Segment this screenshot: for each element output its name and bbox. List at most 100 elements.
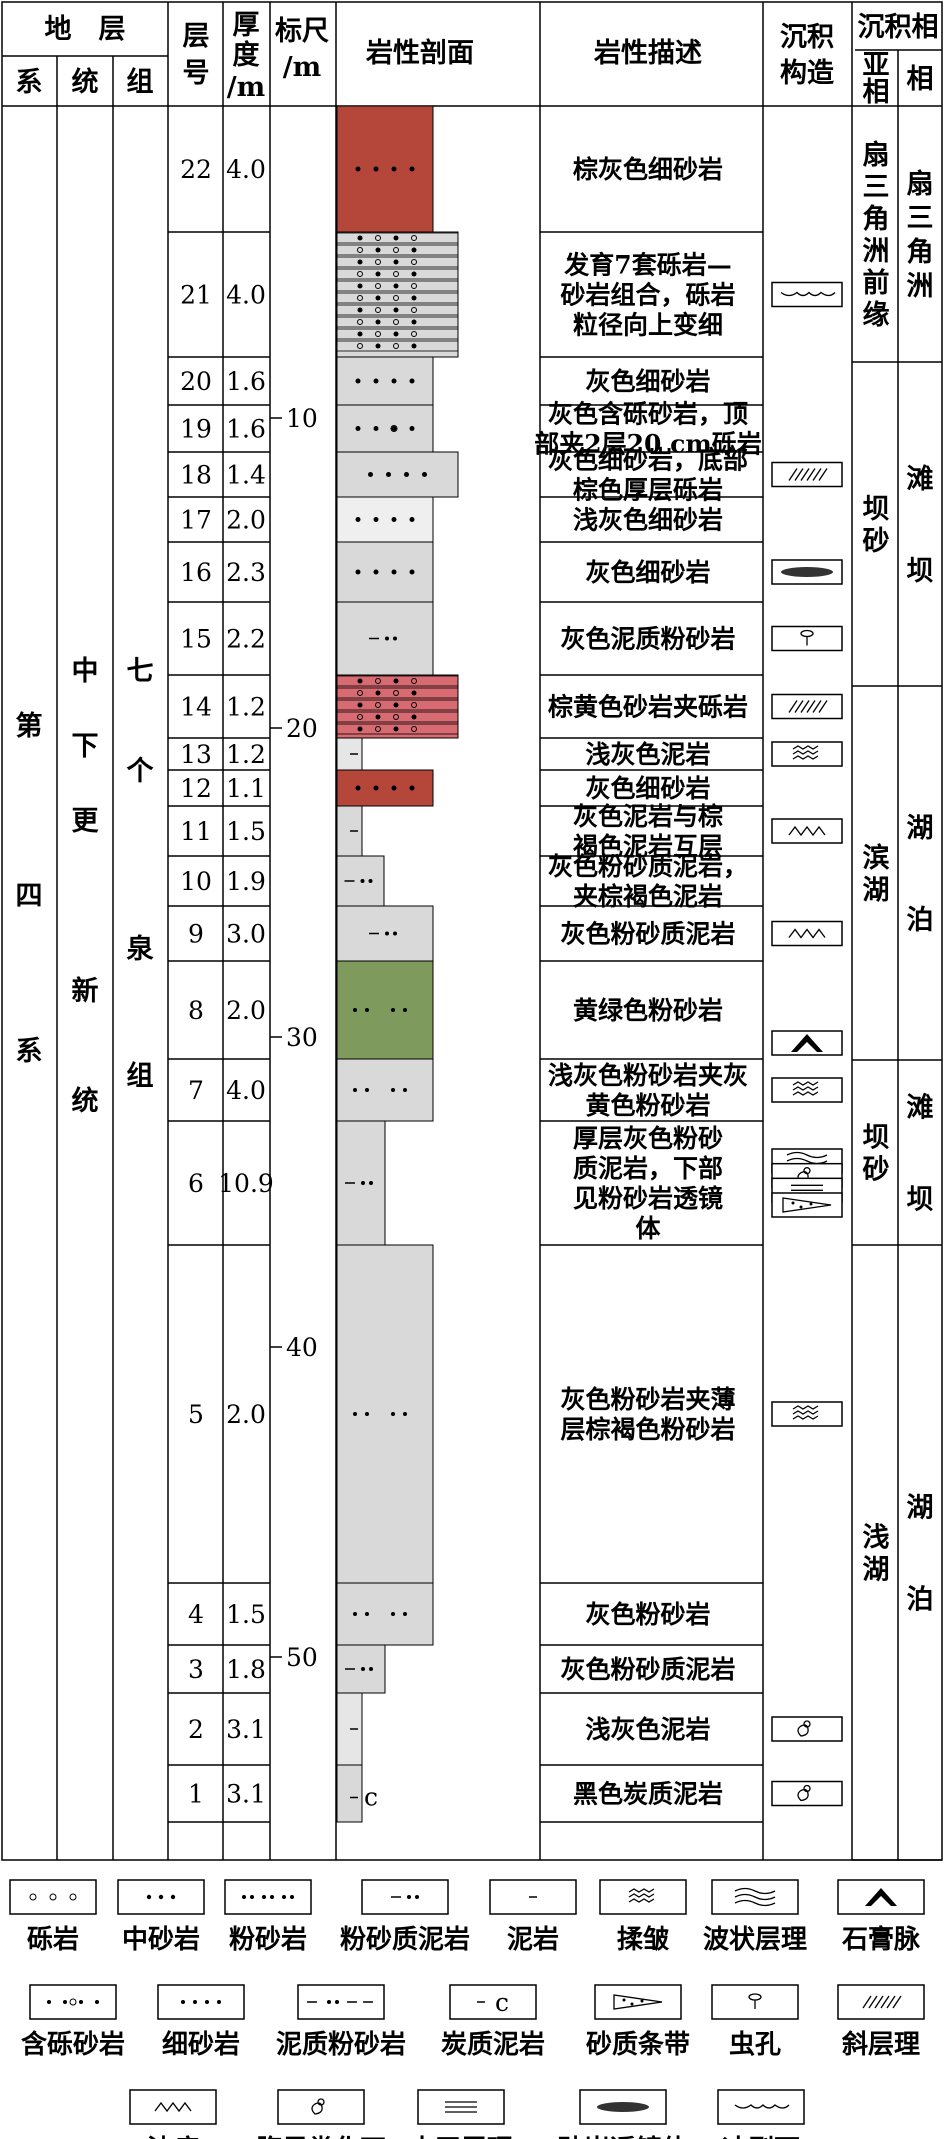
legend-label: 含砾砂岩	[21, 2029, 125, 2060]
layer-number: 7	[188, 1076, 204, 1105]
legend-label: 波状层理	[703, 1925, 807, 1955]
facies-label: 坝	[907, 1185, 934, 1216]
layer-number: 20	[180, 367, 212, 396]
burrow-icon	[771, 625, 843, 652]
legend-label: 砾岩	[27, 1925, 79, 1955]
layer-description: 灰色粉砂岩	[585, 1600, 710, 1629]
sandy-band-icon	[771, 1192, 843, 1218]
conglomerate-icon	[9, 1879, 97, 1915]
legend-label: 泥岩	[507, 1925, 559, 1955]
series-name-2: 下	[72, 731, 99, 762]
legend-label: 炭质泥岩	[441, 2030, 545, 2060]
layer-description: 发育7套砾岩—	[563, 251, 731, 280]
legend-label: 虫孔	[729, 2030, 781, 2060]
subfacies-label: 洲	[863, 236, 890, 267]
formation-name-2: 个	[127, 756, 155, 787]
system-name-1: 第	[16, 710, 43, 742]
formation-name-3: 泉	[127, 933, 155, 965]
layer-thickness: 1.6	[226, 415, 266, 444]
header-system: 系	[16, 67, 43, 98]
layer-thickness: 3.1	[226, 1780, 266, 1809]
gastropod-fossil-icon	[771, 1780, 843, 1807]
layer-number: 10	[180, 867, 212, 896]
header-series: 统	[72, 66, 99, 98]
facies-label: 角	[907, 236, 934, 268]
scale-tick-label: 30	[286, 1023, 318, 1052]
facies-label: 湖	[907, 1493, 934, 1524]
facies-label: 三	[907, 203, 934, 234]
series-name-4: 新	[72, 975, 99, 1007]
series-name-3: 更	[72, 806, 100, 837]
layer-description: 粒径向上变细	[573, 311, 723, 340]
layer-thickness: 1.5	[226, 817, 266, 846]
profile-layer-pebbly-sandstone	[336, 404, 434, 453]
siltstone-icon	[224, 1879, 312, 1915]
scour-surface-icon	[771, 281, 843, 308]
facies-label: 泊	[907, 905, 934, 936]
layer-description: 厚层灰色粉砂	[573, 1124, 723, 1153]
layer-description: 黑色炭质泥岩	[573, 1780, 723, 1809]
layer-thickness: 1.4	[226, 461, 266, 490]
facies-label: 滩	[907, 463, 934, 495]
facies-label: 泊	[907, 1585, 934, 1616]
header-structure-1: 沉积	[780, 22, 834, 53]
facies-label: 滩	[907, 1092, 934, 1124]
scour-surface-icon	[717, 2089, 805, 2125]
facies-label: 洲	[907, 271, 934, 302]
cross-bedding-icon	[837, 1984, 925, 2020]
carbonaceous-mudstone-icon: c	[449, 1984, 537, 2020]
layer-description: 灰色粉砂质泥岩	[560, 1655, 735, 1684]
layer-thickness: 1.8	[226, 1655, 266, 1684]
profile-layer-mudstone	[336, 737, 363, 771]
layer-description: 见粉砂岩透镜	[573, 1184, 723, 1213]
layer-thickness: 1.9	[226, 867, 266, 896]
layer-number: 18	[180, 461, 212, 490]
header-thickness-1: 厚	[233, 10, 260, 41]
layer-description: 灰色粉砂质泥岩	[560, 920, 735, 949]
header-description: 岩性描述	[593, 38, 702, 69]
layer-description: 灰色细砂岩	[585, 558, 710, 587]
legend-label: 波痕	[147, 2134, 200, 2139]
legend-label: 泥质粉砂岩	[276, 2030, 406, 2060]
fine-sandstone-icon	[157, 1984, 245, 2020]
gypsum-vein-icon	[837, 1879, 925, 1915]
subfacies-label: 坝	[863, 494, 890, 525]
formation-name-4: 组	[127, 1060, 154, 1092]
layer-description: 浅灰色细砂岩	[573, 506, 723, 535]
layer-number: 17	[180, 506, 212, 535]
muddy-siltstone-icon	[297, 1984, 385, 2020]
layer-description: 褐色泥岩互层	[572, 832, 723, 861]
layer-thickness: 2.0	[226, 1400, 266, 1429]
horizontal-bedding-icon	[417, 2089, 505, 2125]
layer-description: 灰色泥岩与棕	[573, 802, 723, 831]
layer-description: 灰色细砂岩	[585, 774, 710, 803]
silty-mudstone-icon	[361, 1879, 449, 1915]
layer-description: 灰色细砂岩，底部	[548, 446, 748, 475]
layer-description: 体	[635, 1214, 661, 1243]
svg-text:c: c	[495, 1988, 509, 2017]
layer-thickness: 1.2	[226, 740, 266, 769]
layer-number: 9	[188, 920, 204, 949]
layer-description: 灰色粉砂质泥岩，	[548, 852, 748, 881]
layer-number: 11	[180, 817, 212, 846]
header-thickness-2: 度	[233, 39, 260, 71]
layer-thickness: 2.3	[226, 558, 266, 587]
sandy-band-icon	[594, 1984, 682, 2020]
scale-tick-label: 10	[286, 404, 318, 433]
header-formation: 组	[127, 66, 154, 98]
layer-number: 12	[180, 774, 212, 803]
layer-description: 黄色粉砂岩	[585, 1091, 710, 1120]
profile-layer-siltstone	[336, 960, 434, 1060]
subfacies-label: 坝	[863, 1123, 890, 1154]
layer-description: 灰色细砂岩	[585, 367, 710, 396]
layer-description: 浅灰色泥岩	[585, 740, 710, 769]
subfacies-label: 扇	[863, 139, 890, 171]
layer-description: 浅灰色粉砂岩夹灰	[548, 1061, 748, 1090]
gastropod-fossil-icon	[771, 1716, 843, 1742]
gypsum-vein-icon	[771, 1030, 843, 1056]
profile-layer-mudstone	[336, 1692, 363, 1766]
layer-description: 砂岩组合，砾岩	[560, 281, 735, 310]
layer-thickness: 1.2	[226, 693, 266, 722]
layer-description: 部夹2层20 cm砾岩	[534, 430, 762, 459]
mudstone-icon	[489, 1879, 577, 1915]
